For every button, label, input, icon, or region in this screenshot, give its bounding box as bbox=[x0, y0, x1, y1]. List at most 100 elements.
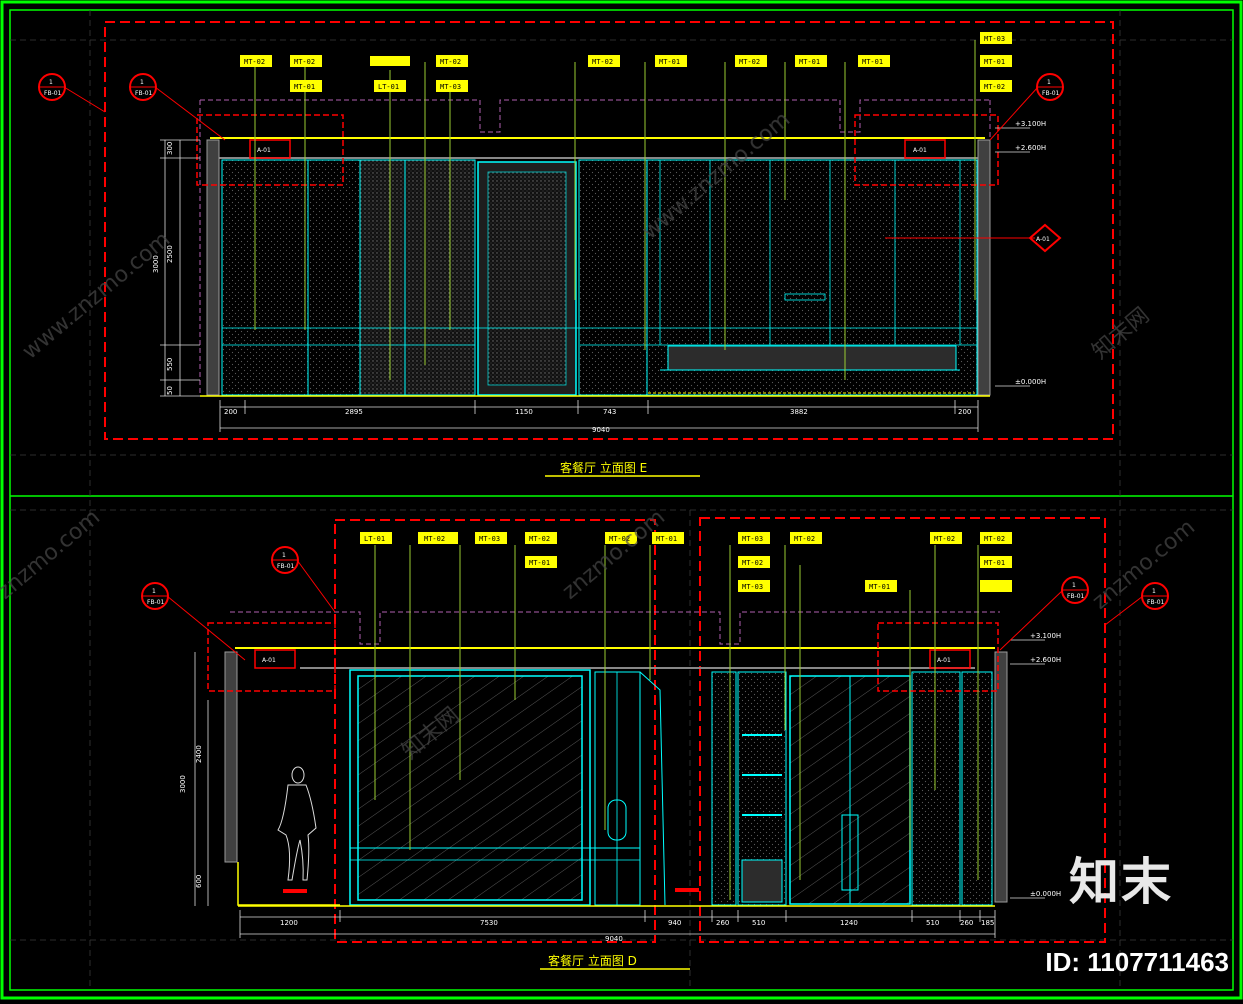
svg-text:FB-01: FB-01 bbox=[1042, 90, 1060, 97]
material-tag: MT-01 bbox=[659, 58, 680, 66]
lower-elevation bbox=[194, 517, 1106, 943]
svg-text:200: 200 bbox=[958, 408, 971, 416]
material-tag: MT-02 bbox=[294, 58, 315, 66]
svg-text:2895: 2895 bbox=[345, 408, 363, 416]
material-tag: LT-01 bbox=[378, 83, 399, 91]
material-tag: LT-01 bbox=[364, 535, 385, 543]
detail-label: A-01 bbox=[937, 657, 951, 664]
detail-label: A-01 bbox=[262, 657, 276, 664]
lower-dimensions: 1200 7530 940 260 510 1240 510 260 185 9… bbox=[179, 745, 994, 943]
svg-text:FB-01: FB-01 bbox=[135, 90, 153, 97]
material-tag: MT-01 bbox=[656, 535, 677, 543]
svg-text:+3.100H: +3.100H bbox=[1015, 120, 1046, 128]
svg-text:FB-01: FB-01 bbox=[147, 599, 165, 606]
svg-text:www.znzmo.com: www.znzmo.com bbox=[18, 227, 175, 365]
material-tag: MT-01 bbox=[862, 58, 883, 66]
svg-text:9040: 9040 bbox=[592, 426, 610, 434]
material-tag: MT-02 bbox=[984, 535, 1005, 543]
svg-text:9040: 9040 bbox=[605, 935, 623, 943]
material-tag: MT-02 bbox=[609, 535, 630, 543]
detail-label: A-01 bbox=[257, 147, 271, 154]
material-tag: MT-02 bbox=[742, 559, 763, 567]
material-tag: MT-01 bbox=[529, 559, 550, 567]
svg-text:1150: 1150 bbox=[515, 408, 533, 416]
svg-text:743: 743 bbox=[603, 408, 616, 416]
material-tag: MT-03 bbox=[440, 83, 461, 91]
svg-text:510: 510 bbox=[752, 919, 765, 927]
lower-boundary-right bbox=[699, 517, 1106, 943]
svg-text:+3.100H: +3.100H bbox=[1030, 632, 1061, 640]
lower-section-markers: 1FB-01 1FB-01 1FB-01 1FB-01 bbox=[141, 546, 1169, 661]
lower-levels: +3.100H +2.600H ±0.000H bbox=[1030, 632, 1061, 898]
material-tag: MT-02 bbox=[984, 83, 1005, 91]
lower-elevation-title: 客餐厅 立面图 D bbox=[548, 953, 637, 968]
svg-text:1: 1 bbox=[152, 588, 156, 595]
svg-text:±0.000H: ±0.000H bbox=[1015, 378, 1046, 386]
material-tag: MT-02 bbox=[529, 535, 550, 543]
svg-text:1: 1 bbox=[1047, 79, 1051, 86]
svg-text:7530: 7530 bbox=[480, 919, 498, 927]
svg-text:260: 260 bbox=[960, 919, 973, 927]
svg-text:1: 1 bbox=[1152, 588, 1156, 595]
material-tag: MT-01 bbox=[984, 559, 1005, 567]
svg-text:3000: 3000 bbox=[152, 255, 160, 273]
svg-text:知末网: 知末网 bbox=[1088, 303, 1155, 365]
material-tag: MT-02 bbox=[424, 535, 445, 543]
svg-text:300: 300 bbox=[166, 142, 174, 155]
svg-text:znzmo.com: znzmo.com bbox=[0, 505, 105, 605]
svg-text:260: 260 bbox=[716, 919, 729, 927]
material-tag: MT-02 bbox=[934, 535, 955, 543]
material-tag: MT-03 bbox=[742, 535, 763, 543]
svg-text:1: 1 bbox=[140, 79, 144, 86]
lower-boundary-left bbox=[334, 519, 656, 943]
svg-text:FB-01: FB-01 bbox=[1147, 599, 1165, 606]
material-tag: MT-02 bbox=[592, 58, 613, 66]
svg-text:1: 1 bbox=[1072, 582, 1076, 589]
grid-guides bbox=[10, 10, 1233, 990]
svg-text:600: 600 bbox=[195, 875, 203, 888]
svg-text:2400: 2400 bbox=[195, 745, 203, 763]
image-id-label: ID: 1107711463 bbox=[1045, 947, 1229, 977]
upper-section-markers: 1FB-01 1FB-01 1FB-01 A-01 bbox=[38, 73, 1064, 253]
material-tag: MT-02 bbox=[244, 58, 265, 66]
material-tag: MT-01 bbox=[799, 58, 820, 66]
svg-text:1240: 1240 bbox=[840, 919, 858, 927]
upper-elevation-title: 客餐厅 立面图 E bbox=[560, 460, 647, 475]
svg-text:510: 510 bbox=[926, 919, 939, 927]
brand-logo: 知末 bbox=[1069, 853, 1173, 911]
svg-text:2500: 2500 bbox=[166, 245, 174, 263]
svg-text:±0.000H: ±0.000H bbox=[1030, 890, 1061, 898]
svg-text:200: 200 bbox=[224, 408, 237, 416]
svg-text:+2.600H: +2.600H bbox=[1015, 144, 1046, 152]
svg-text:+2.600H: +2.600H bbox=[1030, 656, 1061, 664]
material-tag: MT-02 bbox=[739, 58, 760, 66]
svg-text:FB-01: FB-01 bbox=[277, 563, 295, 570]
material-tag: MT-02 bbox=[794, 535, 815, 543]
svg-text:FB-01: FB-01 bbox=[44, 90, 62, 97]
material-tag: MT-01 bbox=[294, 83, 315, 91]
lower-material-tags: LT-01 MT-02 MT-03 MT-02 MT-01 MT-02 MT-0… bbox=[360, 532, 1012, 592]
svg-text:3882: 3882 bbox=[790, 408, 808, 416]
svg-text:1: 1 bbox=[49, 79, 53, 86]
material-tag: MT-03 bbox=[742, 583, 763, 591]
upper-material-tags: MT-02 MT-02 MT-01 LT-01 MT-02 MT-03 MT-0… bbox=[240, 32, 1012, 92]
svg-text:A-01: A-01 bbox=[1036, 236, 1050, 243]
upper-dimensions: 200 2895 1150 743 3882 200 9040 300 2500… bbox=[152, 142, 971, 434]
svg-text:3000: 3000 bbox=[179, 775, 187, 793]
upper-boundary bbox=[104, 21, 1114, 440]
material-tag: MT-02 bbox=[440, 58, 461, 66]
svg-text:1200: 1200 bbox=[280, 919, 298, 927]
upper-levels: +3.100H +2.600H ±0.000H bbox=[1015, 120, 1046, 386]
svg-text:50: 50 bbox=[166, 386, 174, 395]
inner-frame bbox=[9, 9, 1234, 991]
upper-elevation bbox=[104, 21, 1114, 440]
svg-text:185: 185 bbox=[981, 919, 994, 927]
material-tag: MT-03 bbox=[984, 35, 1005, 43]
svg-text:940: 940 bbox=[668, 919, 681, 927]
svg-text:FB-01: FB-01 bbox=[1067, 593, 1085, 600]
detail-label: A-01 bbox=[913, 147, 927, 154]
svg-text:1: 1 bbox=[282, 552, 286, 559]
